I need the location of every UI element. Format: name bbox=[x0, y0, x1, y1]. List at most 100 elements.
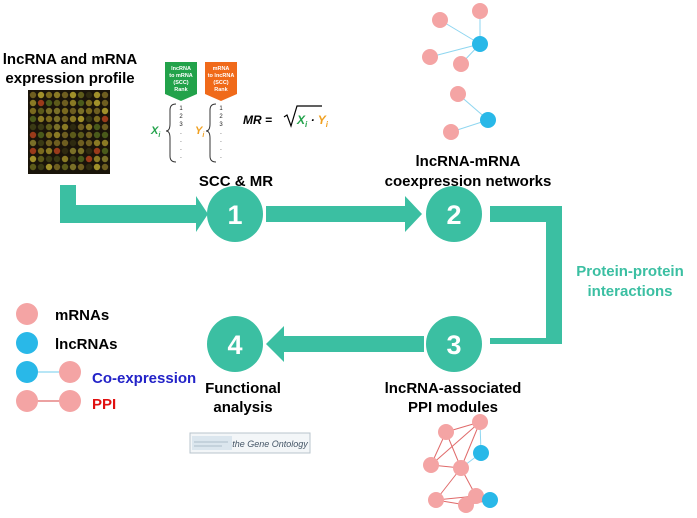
microarray-spot bbox=[69, 107, 77, 115]
microarray-spot bbox=[29, 163, 37, 171]
microarray-spot bbox=[53, 123, 61, 131]
rank-table-1-row: . bbox=[180, 154, 182, 160]
arrow-step3-to-step4 bbox=[266, 326, 424, 362]
rank-table-1-row: 1 bbox=[179, 106, 183, 112]
mrna-node bbox=[458, 497, 474, 513]
step-3-label-line2: PPI modules bbox=[408, 399, 498, 416]
microarray-spot bbox=[85, 91, 93, 99]
microarray-spot bbox=[53, 99, 61, 107]
microarray-spot bbox=[45, 115, 53, 123]
microarray-spot bbox=[29, 91, 37, 99]
mrna-node bbox=[432, 12, 448, 28]
mrna-node bbox=[450, 86, 466, 102]
microarray-spot bbox=[93, 131, 101, 139]
rank-table-lncrna-to-mrna: lncRNA to mRNA (SCC) Rank 1 2 3 . . . . bbox=[165, 62, 197, 163]
step-3-label-line1: lncRNA-associated bbox=[385, 380, 522, 397]
microarray-spot bbox=[101, 131, 109, 139]
legend-lncrna-label: lncRNAs bbox=[55, 336, 118, 353]
microarray-spot bbox=[29, 123, 37, 131]
microarray-spot bbox=[69, 123, 77, 131]
legend-mrna-label: mRNAs bbox=[55, 307, 109, 324]
microarray-spot bbox=[53, 147, 61, 155]
rank-table-1-header-line2: to mRNA bbox=[169, 73, 193, 79]
microarray-spot bbox=[53, 163, 61, 171]
microarray-spot bbox=[77, 115, 85, 123]
step-3-number: 3 bbox=[446, 330, 461, 360]
microarray-spot bbox=[37, 139, 45, 147]
profile-title-line2: expression profile bbox=[5, 70, 134, 87]
microarray-spot bbox=[45, 91, 53, 99]
legend-coexp-node-left bbox=[16, 361, 38, 383]
microarray-spot bbox=[37, 99, 45, 107]
rank-table-1-header-line4: Rank bbox=[174, 87, 188, 93]
microarray-spot bbox=[37, 115, 45, 123]
legend-coexp-node-right bbox=[59, 361, 81, 383]
mr-formula-rhs: Xi · Yi bbox=[296, 113, 329, 129]
microarray-spot bbox=[101, 123, 109, 131]
mrna-node bbox=[423, 457, 439, 473]
microarray-spot bbox=[93, 107, 101, 115]
rank-table-1-row: . bbox=[180, 138, 182, 144]
microarray-spot bbox=[85, 163, 93, 171]
microarray-spot bbox=[101, 155, 109, 163]
step-1-number: 1 bbox=[227, 200, 242, 230]
rank-table-2-row: 2 bbox=[219, 114, 223, 120]
mrna-node bbox=[438, 424, 454, 440]
mrna-node bbox=[453, 460, 469, 476]
var-x: Xi bbox=[150, 125, 161, 139]
rank-table-2-header-line4: Rank bbox=[214, 87, 228, 93]
flow-arrows bbox=[60, 185, 562, 362]
step-2-number: 2 bbox=[446, 200, 461, 230]
microarray-spot bbox=[29, 139, 37, 147]
microarray-spot bbox=[93, 139, 101, 147]
microarray-spot bbox=[45, 123, 53, 131]
microarray-spot bbox=[93, 163, 101, 171]
microarray-spot bbox=[53, 107, 61, 115]
mrna-node bbox=[428, 492, 444, 508]
step-4-label-line1: Functional bbox=[205, 380, 281, 397]
mrna-node bbox=[453, 56, 469, 72]
mr-formula-lhs: MR = bbox=[243, 113, 272, 127]
coexpression-network bbox=[422, 3, 496, 140]
microarray-spot bbox=[101, 163, 109, 171]
rank-table-1-brace bbox=[165, 103, 177, 163]
microarray-spot bbox=[77, 107, 85, 115]
side-label-line1: Protein-protein bbox=[576, 263, 684, 280]
legend-ppi-node-left bbox=[16, 390, 38, 412]
microarray-spot bbox=[69, 131, 77, 139]
mrna-node bbox=[422, 49, 438, 65]
microarray-spot bbox=[37, 123, 45, 131]
microarray-spot bbox=[69, 155, 77, 163]
sqrt-sign bbox=[283, 105, 322, 128]
microarray-spot bbox=[77, 163, 85, 171]
microarray-spot bbox=[61, 115, 69, 123]
mrna-node bbox=[472, 414, 488, 430]
rank-table-2-row: . bbox=[220, 130, 222, 136]
lncrna-node bbox=[480, 112, 496, 128]
microarray-spot bbox=[61, 131, 69, 139]
microarray-spot bbox=[77, 123, 85, 131]
microarray-spot bbox=[61, 163, 69, 171]
microarray-spot bbox=[45, 163, 53, 171]
microarray-spot bbox=[93, 123, 101, 131]
microarray-spot bbox=[53, 131, 61, 139]
microarray-spot bbox=[61, 139, 69, 147]
microarray-spot bbox=[101, 139, 109, 147]
step-2-label-line1: lncRNA-mRNA bbox=[416, 153, 521, 170]
microarray-spot bbox=[29, 99, 37, 107]
legend-ppi-node-right bbox=[59, 390, 81, 412]
microarray-spot bbox=[37, 131, 45, 139]
rank-table-1-row: . bbox=[180, 146, 182, 152]
rank-table-2-header-line3: (SCC) bbox=[213, 80, 228, 86]
arrow-profile-to-step1 bbox=[60, 185, 208, 232]
microarray-spot bbox=[61, 107, 69, 115]
microarray-spot bbox=[85, 139, 93, 147]
microarray-spot bbox=[61, 99, 69, 107]
microarray-spot bbox=[93, 115, 101, 123]
legend-coexpression-label: Co-expression bbox=[92, 370, 196, 387]
microarray-spot bbox=[61, 155, 69, 163]
rank-table-1-row: 2 bbox=[179, 114, 183, 120]
microarray-spot bbox=[61, 91, 69, 99]
legend-lncrna-node bbox=[16, 332, 38, 354]
